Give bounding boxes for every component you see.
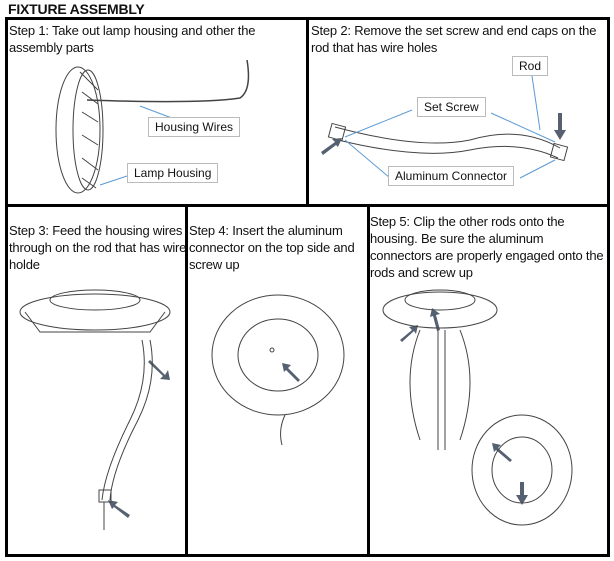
step-2-arrows: [344, 75, 556, 179]
lamp-housing-label: Lamp Housing: [127, 163, 219, 183]
step-3-drawing: [19, 289, 171, 530]
step-1-text: Step 1: Take out lamp housing and other …: [9, 23, 256, 55]
step-5-drawing: [382, 289, 573, 526]
page-title: FIXTURE ASSEMBLY: [8, 1, 145, 17]
step-4-drawing: [211, 294, 345, 446]
step-5-text: Step 5: Clip the other rods onto the hou…: [370, 214, 604, 280]
housing-wires-label: Housing Wires: [148, 117, 241, 137]
step-2-text: Step 2: Remove the set screw and end cap…: [311, 23, 597, 55]
step-4-text: Step 4: Insert the aluminum connector on…: [189, 223, 355, 272]
step-5-panel: [367, 204, 610, 557]
dark-arrow-icons: [108, 113, 566, 518]
set-screw-label: Set Screw: [417, 97, 486, 117]
lamp-housing-drawing: [55, 59, 250, 194]
rod-label: Rod: [512, 56, 549, 76]
aluminum-connector-label: Aluminum Connector: [388, 166, 515, 186]
step-3-text: Step 3: Feed the housing wires through o…: [9, 223, 187, 272]
